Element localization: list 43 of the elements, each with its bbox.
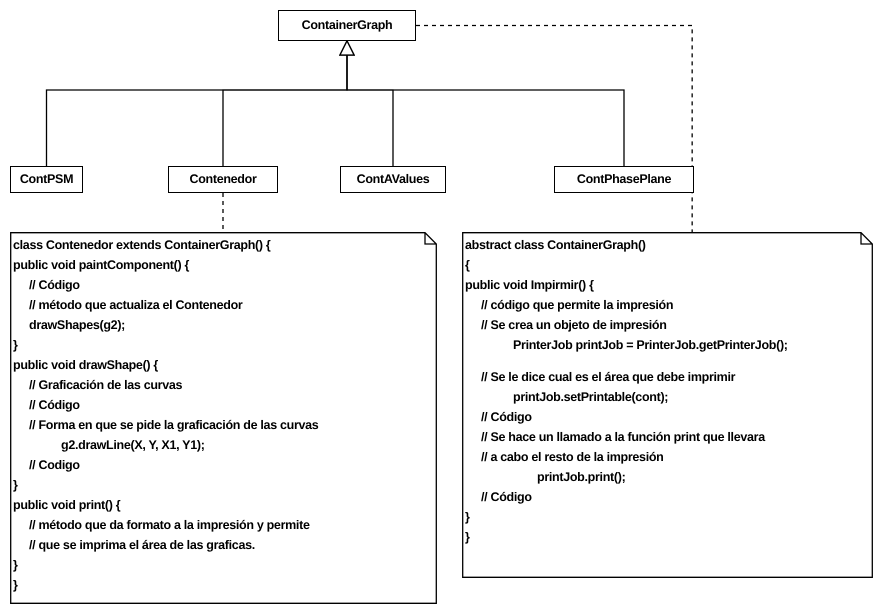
code-line: // método que da formato a la impresión y permite [29, 517, 310, 534]
code-line: class Contenedor extends ContainerGraph() { [13, 237, 270, 254]
code-line: // Graficación de las curvas [29, 377, 182, 394]
code-line: } [13, 557, 18, 574]
note-box [10, 232, 437, 604]
class-box: ContAValues [340, 166, 446, 193]
inheritance-arrow [339, 40, 625, 166]
code-line: // método que actualiza el Contenedor [29, 297, 242, 314]
code-line: } [13, 337, 18, 354]
code-line: } [465, 529, 470, 546]
code-line: drawShapes(g2); [29, 317, 126, 334]
code-line: // Código [29, 397, 80, 414]
code-line: public void paintComponent() { [13, 257, 190, 274]
dashed-connector [416, 24, 693, 232]
class-box: ContainerGraph [278, 10, 416, 41]
code-line: // Codigo [29, 457, 80, 474]
code-line: printJob.print(); [537, 469, 626, 486]
code-line: } [13, 577, 18, 594]
code-line: } [465, 509, 470, 526]
code-line: // código que permite la impresión [481, 297, 674, 314]
code-line: PrinterJob printJob = PrinterJob.getPrinterJob(); [513, 337, 788, 354]
code-line: public void drawShape() { [13, 357, 158, 374]
code-line: g2.drawLine(X, Y, X1, Y1); [61, 437, 205, 454]
code-line: public void Impirmir() { [465, 277, 594, 294]
code-line: } [13, 477, 18, 494]
code-line: abstract class ContainerGraph() [465, 237, 646, 254]
note-box [462, 232, 873, 578]
code-line: // Código [481, 489, 532, 506]
code-line: // Se le dice cual es el área que debe imprimir [481, 369, 736, 386]
code-line: // Código [29, 277, 80, 294]
class-box: ContPhasePlane [554, 166, 694, 193]
code-line: // Se crea un objeto de impresión [481, 317, 667, 334]
class-box: Contenedor [168, 166, 278, 193]
code-line: // Código [481, 409, 532, 426]
code-line: { [465, 257, 470, 274]
code-line: public void print() { [13, 497, 120, 514]
code-line: // a cabo el resto de la impresión [481, 449, 664, 466]
code-line: // que se imprima el área de las graficas. [29, 537, 255, 554]
code-line: printJob.setPrintable(cont); [513, 389, 668, 406]
code-line: // Forma en que se pide la graficación de las curvas [29, 417, 318, 434]
code-line: // Se hace un llamado a la función print que llevara [481, 429, 765, 446]
class-box: ContPSM [10, 166, 83, 193]
dashed-connector [222, 193, 224, 232]
